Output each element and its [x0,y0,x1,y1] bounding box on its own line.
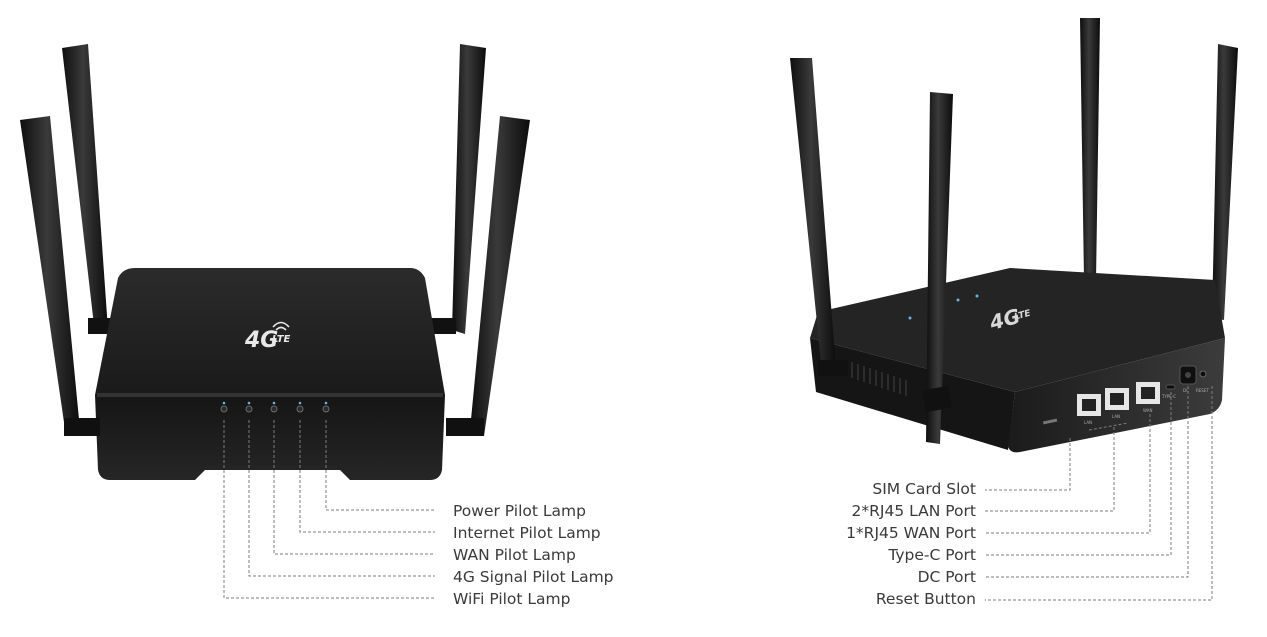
port-silk-labels: LAN LAN WAN TYPE-C DC RESET [1084,388,1209,425]
svg-text:WAN: WAN [1143,408,1152,413]
led-indicators [220,401,330,413]
antenna-rear-tall-1 [1080,18,1100,280]
sim-card-slot [1042,418,1058,425]
antenna-front-right [446,116,530,436]
callout-4g-signal-pilot-lamp: 4G Signal Pilot Lamp [453,568,614,586]
antenna-front-left [20,116,100,436]
lan-port-1 [1077,394,1101,416]
wan-port [1136,382,1160,404]
dc-port [1179,365,1197,385]
antenna-rear-tall-2 [1212,44,1238,320]
4g-lte-logo: 4G LTE [244,321,291,353]
rear-leader-lines [985,386,1213,601]
router-body-front [95,268,445,480]
svg-text:LTE: LTE [1013,308,1032,322]
callout-rj45-wan-port: 1*RJ45 WAN Port [846,524,976,542]
reset-button [1199,370,1207,378]
rear-view-panel: 4G LTE LAN LAN WAN TYPE-C DC RESET [640,0,1267,637]
callout-internet-pilot-lamp: Internet Pilot Lamp [453,524,601,542]
svg-text:LTE: LTE [272,334,291,345]
vent-slots [851,362,907,396]
callout-wan-pilot-lamp: WAN Pilot Lamp [453,546,576,564]
antenna-rear-front-1 [790,58,848,376]
callout-sim-card-slot: SIM Card Slot [872,480,976,498]
front-view-panel: 4G LTE Power Pilot Lamp Internet Pilot L… [20,44,614,608]
router-body-rear [810,268,1225,453]
callout-dc-port: DC Port [918,568,976,586]
svg-text:TYPE-C: TYPE-C [1161,394,1176,399]
lan-port-2 [1105,388,1129,410]
front-view-diagram: 4G LTE Power Pilot Lamp Internet Pilot L… [20,44,614,608]
front-leader-lines [223,420,435,599]
type-c-port [1165,384,1176,390]
antenna-rear-front-2 [922,92,953,444]
antenna-back-right [430,44,486,334]
svg-text:RESET: RESET [1196,388,1209,393]
callout-type-c-port: Type-C Port [887,546,976,564]
callout-power-pilot-lamp: Power Pilot Lamp [453,502,586,520]
svg-text:LAN: LAN [1112,414,1120,419]
antenna-back-left [62,44,112,334]
callout-rj45-lan-port: 2*RJ45 LAN Port [852,502,976,520]
svg-text:LAN: LAN [1084,420,1092,425]
svg-text:DC: DC [1183,388,1189,393]
callout-wifi-pilot-lamp: WiFi Pilot Lamp [453,590,571,608]
rear-view-diagram: 4G LTE LAN LAN WAN TYPE-C DC RESET [790,18,1238,608]
callout-reset-button: Reset Button [876,590,976,608]
svg-text:4G: 4G [244,328,278,353]
